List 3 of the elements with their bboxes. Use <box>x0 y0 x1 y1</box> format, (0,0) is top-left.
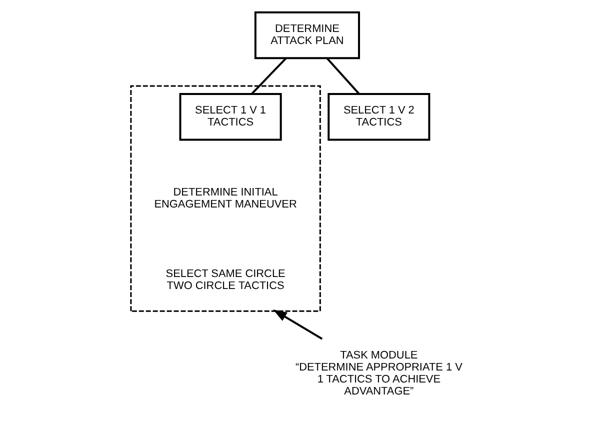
node-text: TASK MODULE “DETERMINE APPROPRIATE 1 V 1 TACTICS TO ACHIEVE ADVANTAGE” <box>295 350 462 398</box>
label: DETERMINE INITIAL ENGAGEMENT MANEUVER <box>154 186 297 210</box>
label: SELECT SAME CIRCLE TWO CIRCLE TACTICS <box>166 268 286 292</box>
